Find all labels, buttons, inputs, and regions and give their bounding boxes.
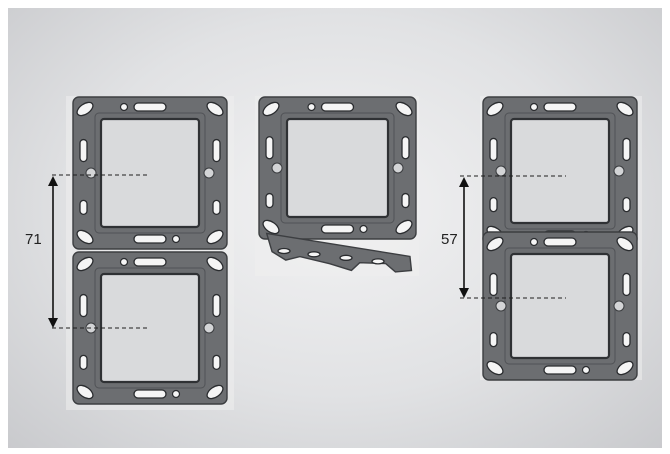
right-frame-bottom xyxy=(482,231,638,381)
corner-slot xyxy=(206,256,224,272)
strip-slot xyxy=(277,247,291,255)
strip-slot xyxy=(339,254,353,261)
left-screw xyxy=(495,300,507,312)
corner-slot xyxy=(616,236,634,252)
bottom-hole xyxy=(171,234,181,244)
right-screw xyxy=(203,322,215,334)
dimension-71 xyxy=(48,176,58,328)
top-hole xyxy=(529,237,539,247)
frame-window xyxy=(509,252,611,360)
left-slot-lower xyxy=(489,196,498,213)
left-screw xyxy=(85,167,97,179)
top-slot xyxy=(133,102,167,112)
top-hole xyxy=(119,102,129,112)
left-frame-bottom xyxy=(72,251,228,405)
top-slot xyxy=(543,102,577,112)
arrowhead-down xyxy=(459,288,469,298)
right-slot-lower xyxy=(622,331,631,348)
frame-window xyxy=(285,117,390,219)
corner-slot xyxy=(486,236,504,252)
dimension-label-71: 71 xyxy=(25,231,42,248)
corner-slot xyxy=(395,219,413,235)
corner-slot xyxy=(262,219,280,235)
arrowhead-up xyxy=(48,176,58,186)
left-slot xyxy=(79,138,88,163)
bottom-hole xyxy=(359,224,368,234)
left-slot xyxy=(265,136,274,160)
top-hole xyxy=(119,257,129,267)
bottom-hole xyxy=(171,389,181,399)
dimension-57 xyxy=(459,177,469,298)
right-slot xyxy=(212,138,221,163)
right-slot-lower xyxy=(212,199,221,216)
frame-window xyxy=(99,117,201,229)
strip-slot xyxy=(371,258,385,265)
right-slot-lower xyxy=(401,192,410,209)
right-slot xyxy=(622,272,631,297)
right-slot xyxy=(401,136,410,160)
corner-slot xyxy=(486,101,504,117)
dimension-label-57: 57 xyxy=(441,231,458,248)
top-hole xyxy=(529,102,539,112)
bottom-slot xyxy=(133,389,167,399)
top-slot xyxy=(543,237,577,247)
corner-slot xyxy=(76,256,94,272)
corner-slot xyxy=(76,101,94,117)
right-screw xyxy=(613,300,625,312)
corner-slot xyxy=(76,384,94,400)
bottom-hole xyxy=(581,365,591,375)
right-screw xyxy=(613,165,625,177)
right-slot xyxy=(212,293,221,318)
left-slot xyxy=(489,272,498,297)
left-slot xyxy=(489,137,498,162)
left-screw xyxy=(495,165,507,177)
left-frame-top xyxy=(72,96,228,250)
top-slot xyxy=(133,257,167,267)
left-screw xyxy=(271,162,283,174)
right-slot xyxy=(622,137,631,162)
right-frame-top xyxy=(482,96,638,246)
corner-slot xyxy=(76,229,94,245)
corner-slot xyxy=(395,101,413,117)
corner-slot xyxy=(616,101,634,117)
bottom-slot xyxy=(543,365,577,375)
corner-slot xyxy=(206,101,224,117)
corner-slot xyxy=(206,229,224,245)
right-screw xyxy=(392,162,404,174)
arrowhead-down xyxy=(48,318,58,328)
bottom-slot xyxy=(320,224,355,234)
arrowhead-up xyxy=(459,177,469,187)
top-slot xyxy=(320,102,355,112)
right-slot-lower xyxy=(622,196,631,213)
corner-slot xyxy=(262,101,280,117)
right-slot-lower xyxy=(212,354,221,371)
left-slot xyxy=(79,293,88,318)
strip-slot xyxy=(307,251,321,258)
frame-window xyxy=(509,117,611,225)
right-screw xyxy=(203,167,215,179)
corner-slot xyxy=(616,360,634,376)
middle-frame xyxy=(258,96,417,240)
corner-slot xyxy=(486,360,504,376)
corner-slot xyxy=(206,384,224,400)
left-slot-lower xyxy=(265,192,274,209)
left-slot-lower xyxy=(79,199,88,216)
left-slot-lower xyxy=(489,331,498,348)
left-slot-lower xyxy=(79,354,88,371)
top-hole xyxy=(307,102,316,112)
bottom-slot xyxy=(133,234,167,244)
